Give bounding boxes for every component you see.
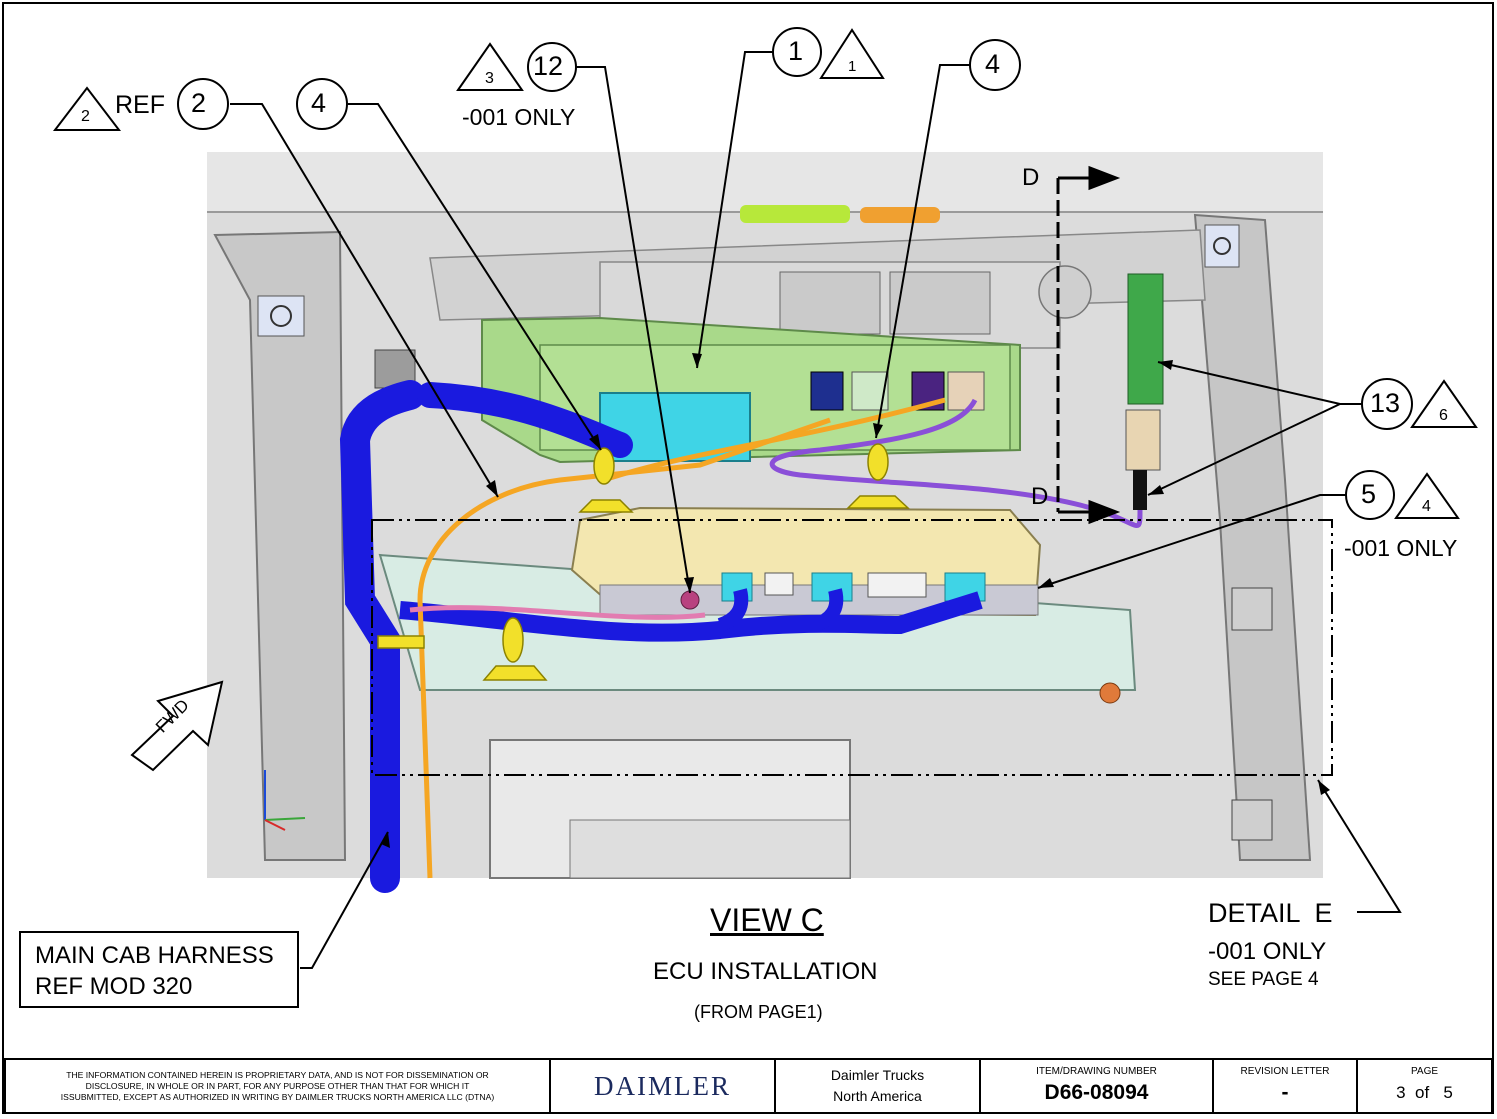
page-header: PAGE [1410,1066,1439,1077]
callout-circles [177,27,1413,520]
callout-13-circle [1361,378,1413,430]
company-line-1: Daimler Trucks [830,1067,925,1083]
note-001-only-right: -001 ONLY [1344,535,1458,561]
rev-triangle-3-number: 3 [485,70,494,87]
leader-lines [230,51,1402,969]
callout-4-left-number: 4 [311,88,327,118]
harness-box-line2: REF MOD 320 [35,973,193,1000]
rev-triangle-4 [1394,472,1460,519]
callout-12-number: 12 [533,51,564,81]
rev-triangle-6-number: 6 [1439,407,1448,424]
notice-line-1: THE INFORMATION CONTAINED HEREIN IS PROP… [66,1069,489,1080]
view-from-page: (FROM PAGE1) [694,1002,823,1022]
note-001-only-top: -001 ONLY [462,104,576,130]
callout-13-number: 13 [1370,388,1401,418]
revision-letter: - [1281,1081,1289,1104]
callout-4-right-circle [969,39,1021,91]
title-block: THE INFORMATION CONTAINED HEREIN IS PROP… [4,1058,1493,1114]
drawing-number: D66-08094 [1044,1081,1149,1104]
detail-e-note-page: SEE PAGE 4 [1208,969,1319,990]
revision-cell: REVISION LETTER - [1214,1060,1358,1112]
drawing-number-cell: ITEM/DRAWING NUMBER D66-08094 [981,1060,1214,1112]
rev-triangle-2-number: 2 [81,108,90,125]
callout-2-circle [177,78,229,130]
callout-5-circle [1345,470,1395,520]
section-d-top-label: D [1022,164,1040,191]
notice-line-3: ISSUBMITTED, EXCEPT AS AUTHORIZED IN WRI… [60,1091,495,1102]
company-name: Daimler Trucks North America [776,1060,981,1112]
callout-4-right-number: 4 [985,49,1001,79]
page-of: of [1415,1083,1430,1102]
proprietary-notice: THE INFORMATION CONTAINED HEREIN IS PROP… [6,1060,551,1112]
revision-header: REVISION LETTER [1240,1066,1330,1077]
daimler-logo: DAIMLER [551,1060,776,1112]
ref-label: REF [115,91,165,119]
callout-2-number: 2 [191,88,207,118]
rev-triangle-4-number: 4 [1422,498,1431,515]
fwd-arrow [130,680,224,772]
harness-box-line1: MAIN CAB HARNESS [35,942,274,969]
drawing-number-header: ITEM/DRAWING NUMBER [1036,1066,1157,1077]
rev-triangle-1 [819,28,885,79]
callout-1-number: 1 [788,36,804,66]
ecu-installation-render [207,152,1323,893]
view-title: VIEW C [710,902,824,938]
rev-triangle-6 [1410,379,1478,428]
callout-1-circle [772,27,822,77]
callout-5-number: 5 [1361,479,1377,509]
page-current: 3 [1396,1083,1406,1102]
detail-e-title: DETAIL E [1208,898,1333,928]
page-cell: PAGE 3 of 5 [1358,1060,1491,1112]
revision-triangles [52,28,1478,519]
view-subtitle: ECU INSTALLATION [653,958,878,985]
detail-e-boundary [371,519,1333,776]
notice-line-2: DISCLOSURE, IN WHOLE OR IN PART, FOR ANY… [85,1080,470,1091]
rev-triangle-3 [456,42,524,91]
callout-12-circle [527,42,577,92]
page-total: 5 [1443,1083,1453,1102]
section-line-d [1056,165,1121,525]
company-line-2: North America [833,1088,922,1104]
section-d-bottom-label: D [1031,483,1049,510]
page-indicator: 3 of 5 [1396,1083,1453,1103]
harness-reference-box: MAIN CAB HARNESS REF MOD 320 [19,931,299,1008]
callout-4-left-circle [296,78,348,130]
detail-e-note-001: -001 ONLY [1208,938,1327,965]
rev-triangle-2 [52,86,122,131]
rev-triangle-1-number: 1 [848,58,857,75]
leader-arrowheads [381,353,1330,848]
